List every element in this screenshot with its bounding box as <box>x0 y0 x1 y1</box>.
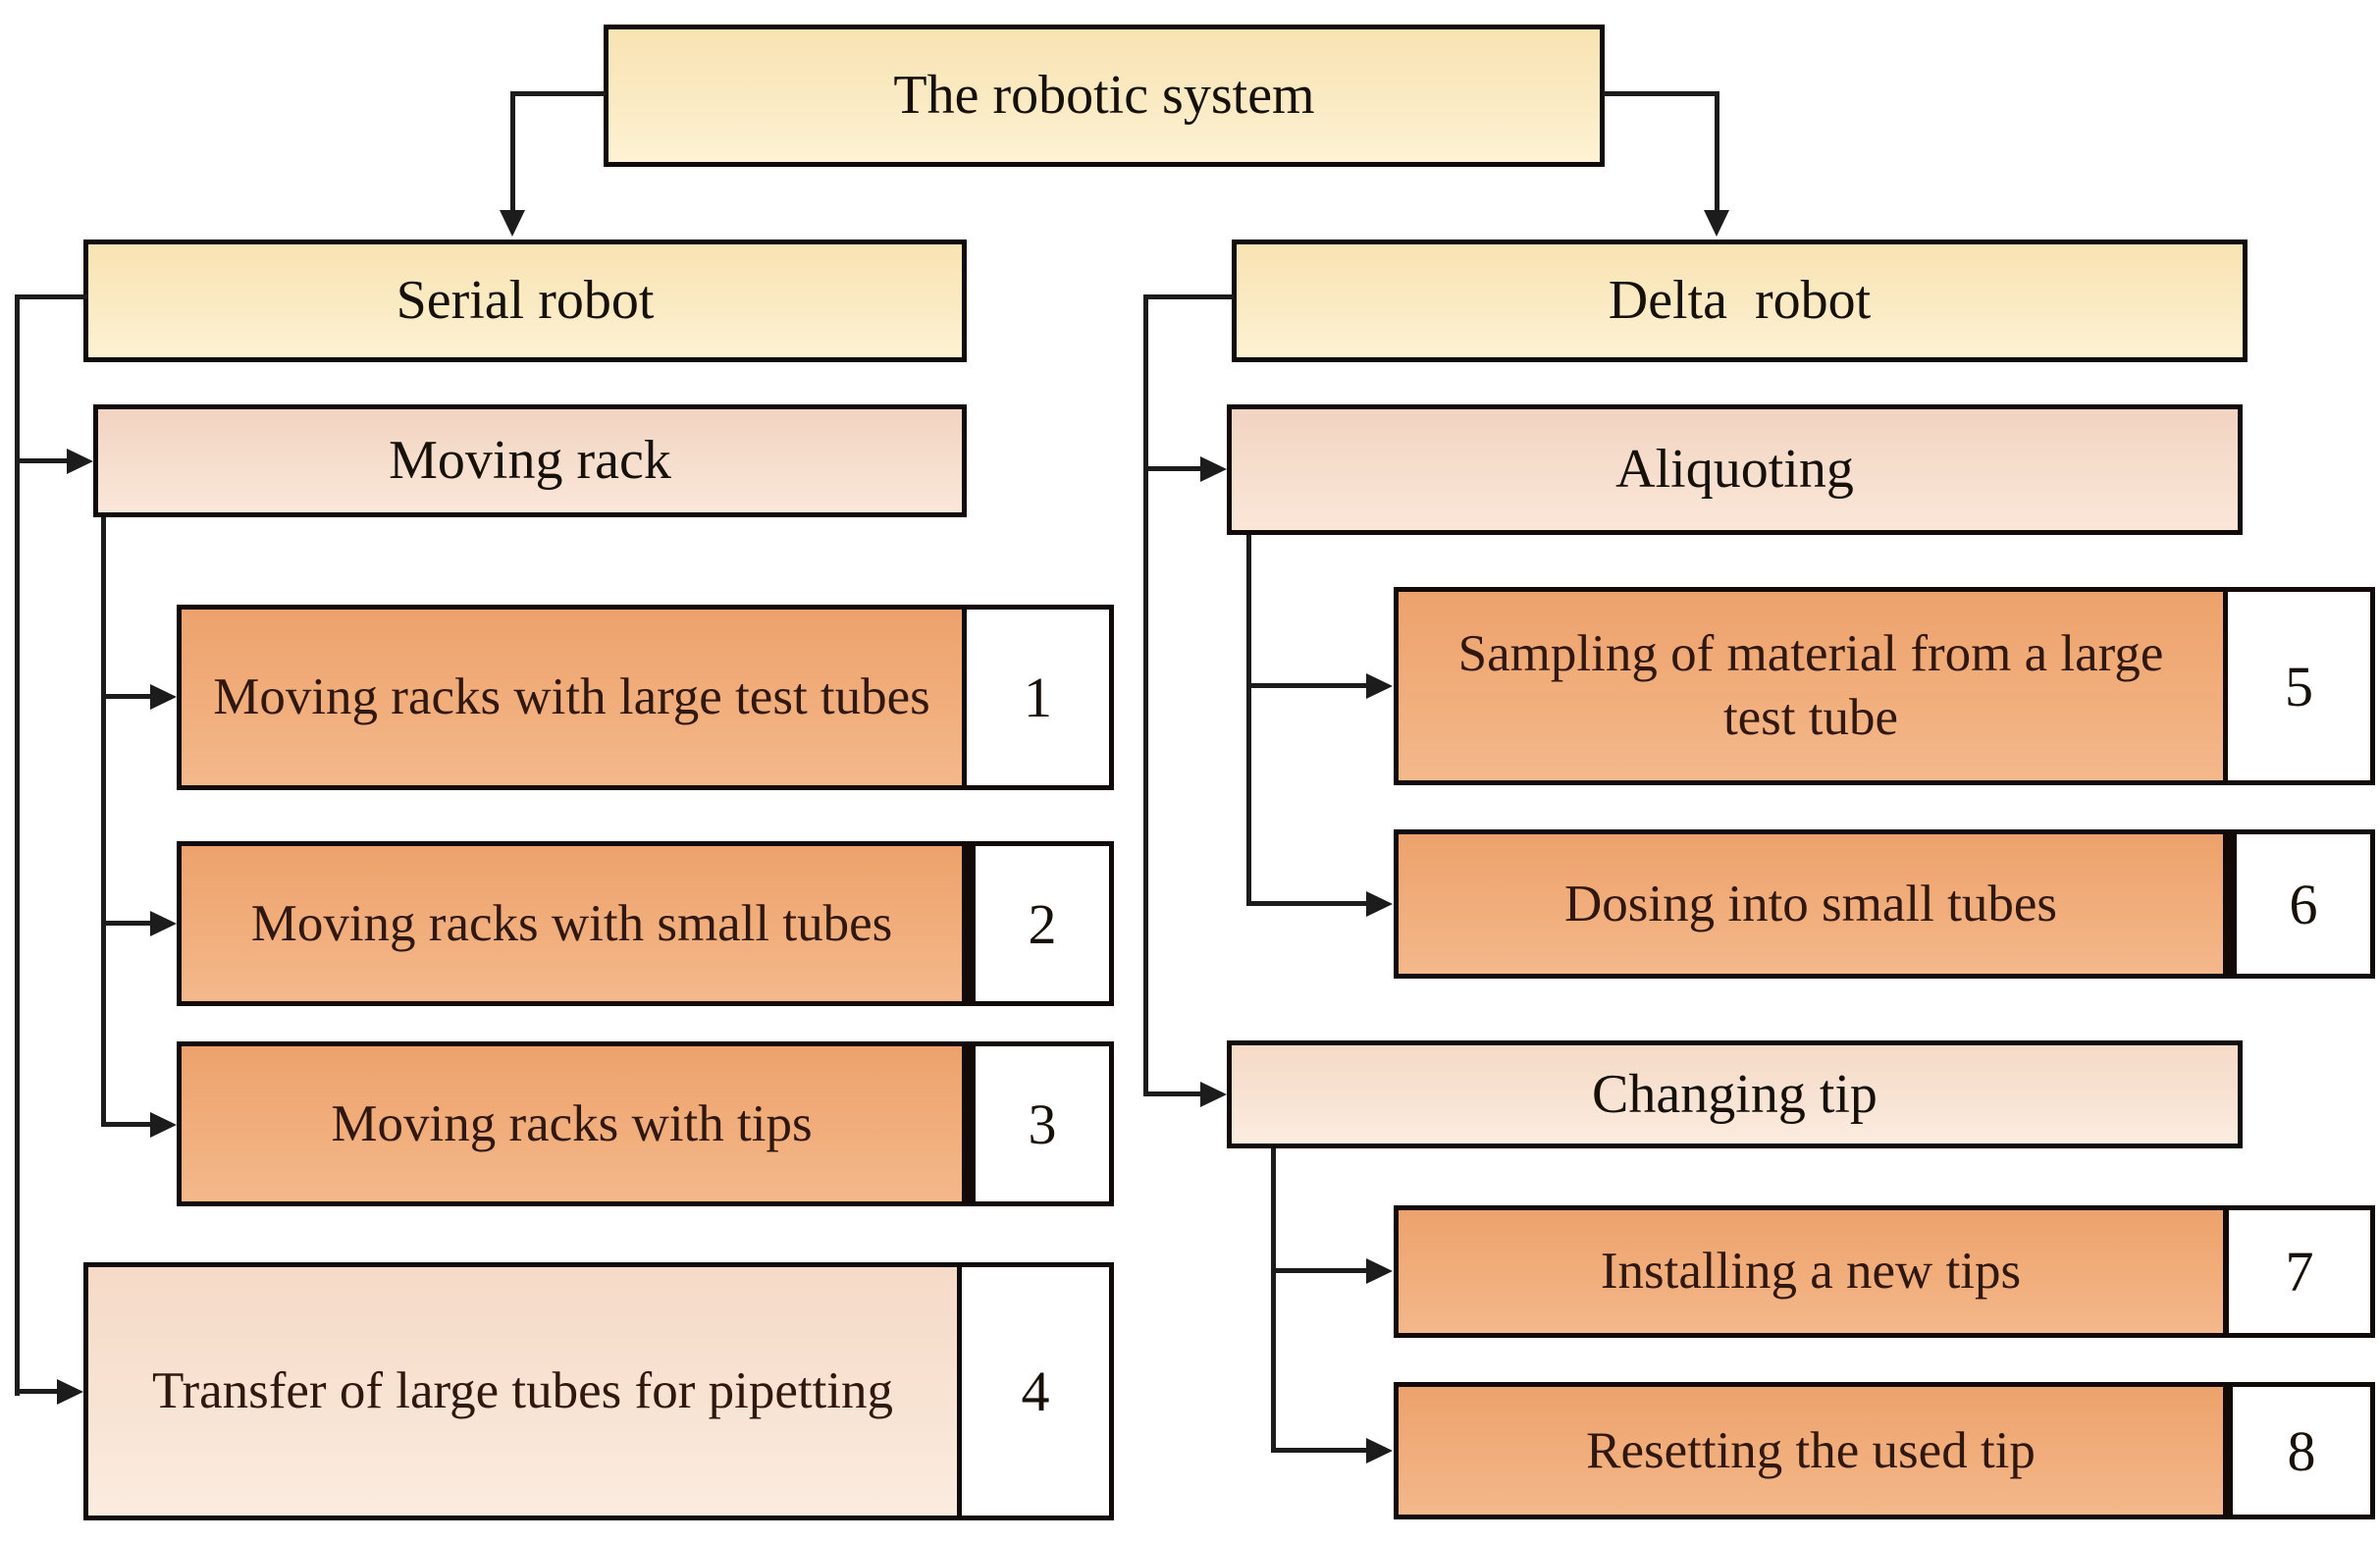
arrowhead-right-icon <box>150 684 177 710</box>
node-label: The robotic system <box>893 65 1315 127</box>
connector-line <box>1715 91 1719 211</box>
arrowhead-right-icon <box>150 911 177 936</box>
task-number: 6 <box>2223 834 2370 974</box>
task-installing-new-tips: Installing a new tips 7 <box>1394 1205 2375 1338</box>
task-label: Moving racks with large test tubes <box>213 668 930 726</box>
task-label-cell: Dosing into small tubes <box>1399 834 2223 974</box>
task-label: Installing a new tips <box>1600 1243 2022 1301</box>
task-number: 3 <box>962 1046 1109 1201</box>
connector-line <box>1246 683 1368 688</box>
task-label: Transfer of large tubes for pipetting <box>151 1362 894 1420</box>
task-moving-racks-small-tubes: Moving racks with small tubes 2 <box>177 841 1114 1006</box>
node-delta-robot: Delta robot <box>1232 239 2248 362</box>
connector-line <box>510 91 606 96</box>
arrowhead-right-icon <box>1200 1082 1227 1107</box>
task-label: Sampling of material from a large test t… <box>1457 625 2177 746</box>
arrowhead-down-icon <box>1704 210 1729 237</box>
connector-line <box>15 294 88 299</box>
node-label: Moving rack <box>389 430 671 492</box>
task-label: Resetting the used tip <box>1586 1421 2036 1479</box>
node-label: Delta robot <box>1608 270 1872 332</box>
arrowhead-right-icon <box>1366 1258 1393 1284</box>
node-robotic-system: The robotic system <box>604 25 1605 167</box>
connector-line <box>101 517 106 1127</box>
node-label: Aliquoting <box>1615 439 1854 501</box>
connector-line <box>1271 1268 1368 1273</box>
node-changing-tip: Changing tip <box>1227 1040 2243 1148</box>
task-label-cell: Moving racks with small tubes <box>182 846 962 1001</box>
connector-line <box>101 694 152 699</box>
task-resetting-used-tip: Resetting the used tip 8 <box>1394 1382 2375 1519</box>
connector-line <box>1603 91 1719 96</box>
node-aliquoting: Aliquoting <box>1227 404 2243 535</box>
task-label-cell: Sampling of material from a large test t… <box>1399 592 2223 780</box>
node-moving-rack: Moving rack <box>93 404 967 517</box>
connector-line <box>1143 294 1234 299</box>
connector-line <box>1271 1148 1276 1453</box>
task-sampling-material: Sampling of material from a large test t… <box>1394 587 2375 785</box>
arrowhead-right-icon <box>150 1112 177 1138</box>
arrowhead-right-icon <box>67 449 93 474</box>
connector-line <box>15 1389 59 1394</box>
arrowhead-right-icon <box>1366 1438 1393 1463</box>
connector-line <box>15 294 20 1396</box>
task-moving-racks-with-tips: Moving racks with tips 3 <box>177 1041 1114 1206</box>
task-number: 5 <box>2223 592 2370 780</box>
task-label-cell: Resetting the used tip <box>1399 1387 2223 1515</box>
task-label-cell: Moving racks with tips <box>182 1046 962 1201</box>
task-label: Moving racks with small tubes <box>250 894 893 952</box>
task-number: 4 <box>957 1267 1109 1516</box>
arrowhead-right-icon <box>1200 456 1227 482</box>
task-number: 7 <box>2223 1210 2370 1333</box>
node-label: Changing tip <box>1592 1063 1878 1125</box>
arrowhead-down-icon <box>500 210 525 237</box>
connector-line <box>510 91 515 211</box>
connector-line <box>101 921 152 926</box>
connector-line <box>15 458 70 463</box>
task-label: Dosing into small tubes <box>1563 875 2058 932</box>
connector-line <box>1271 1448 1368 1453</box>
task-label-cell: Moving racks with large test tubes <box>182 610 962 785</box>
arrowhead-right-icon <box>1366 673 1393 699</box>
connector-line <box>1246 901 1368 906</box>
connector-line <box>101 1122 152 1127</box>
task-label: Moving racks with tips <box>331 1094 813 1152</box>
arrowhead-right-icon <box>1366 891 1393 917</box>
connector-line <box>1143 466 1202 471</box>
task-label-cell: Transfer of large tubes for pipetting <box>88 1267 957 1516</box>
node-serial-robot: Serial robot <box>83 239 967 362</box>
task-number: 2 <box>962 846 1109 1001</box>
task-dosing-small-tubes: Dosing into small tubes 6 <box>1394 829 2375 979</box>
arrowhead-right-icon <box>57 1379 83 1405</box>
connector-line <box>1143 1091 1202 1096</box>
task-label-cell: Installing a new tips <box>1399 1210 2223 1333</box>
node-label: Serial robot <box>396 270 655 332</box>
connector-line <box>1143 294 1148 1096</box>
task-moving-racks-large-test-tubes: Moving racks with large test tubes 1 <box>177 605 1114 790</box>
task-transfer-large-tubes: Transfer of large tubes for pipetting 4 <box>83 1262 1114 1520</box>
connector-line <box>1246 535 1251 906</box>
task-number: 1 <box>962 610 1109 785</box>
task-number: 8 <box>2223 1387 2370 1515</box>
